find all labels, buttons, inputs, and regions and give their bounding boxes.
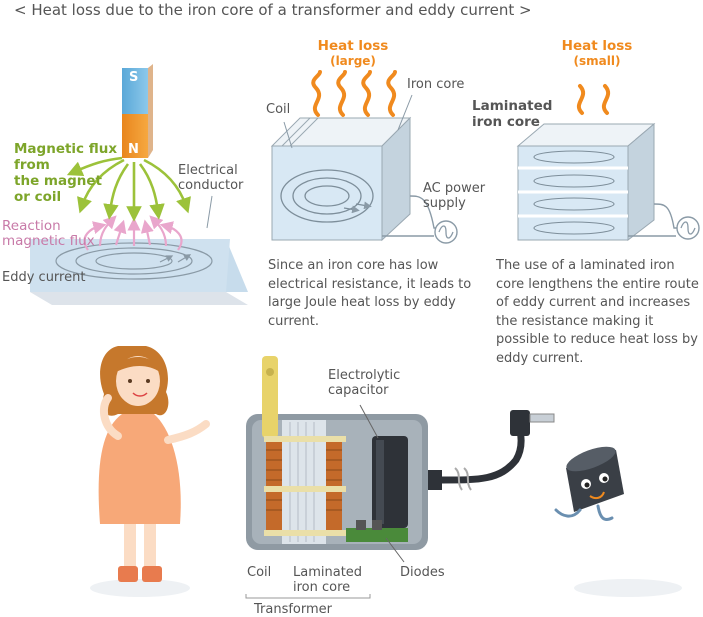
solid-iron-core bbox=[270, 94, 444, 242]
ac-power-source bbox=[434, 220, 458, 244]
heat-loss-small-title: Heat loss bbox=[561, 38, 633, 54]
magnetic-flux-arrows bbox=[66, 156, 191, 222]
bar-magnet bbox=[122, 64, 153, 158]
capacitor-character bbox=[554, 446, 682, 597]
laminated-iron-core-label: Laminated iron core bbox=[472, 98, 553, 130]
heat-arrows-large bbox=[311, 70, 397, 117]
coil-label: Coil bbox=[266, 102, 291, 117]
eddy-current-label: Eddy current bbox=[2, 270, 86, 285]
reaction-flux-arrows bbox=[83, 215, 183, 251]
adapter-laminated-core-label: Laminated iron core bbox=[293, 565, 363, 595]
laminated-iron-core bbox=[516, 122, 700, 242]
heat-loss-large-sub: (large) bbox=[330, 54, 376, 68]
solid-core-description: Since an iron core has low electrical re… bbox=[268, 258, 472, 329]
electrolytic-capacitor-label: Electrolytic capacitor bbox=[328, 368, 401, 398]
iron-core-label: Iron core bbox=[407, 77, 465, 92]
adapter-coil-label: Coil bbox=[247, 565, 272, 580]
electrical-conductor-label: Electrical conductor bbox=[178, 163, 244, 193]
page-title: < Heat loss due to the iron core of a tr… bbox=[14, 1, 532, 19]
transformer-label: Transformer bbox=[254, 602, 333, 617]
magnet-pole-n: N bbox=[128, 142, 139, 157]
laminated-core-description: The use of a laminated iron core lengthe… bbox=[496, 258, 699, 366]
transformer-bracket bbox=[245, 594, 371, 599]
reaction-flux-label: Reaction magnetic flux bbox=[2, 218, 95, 249]
magnetic-flux-label: Magnetic flux from the magnet or coil bbox=[14, 141, 118, 205]
heat-loss-small-sub: (small) bbox=[573, 54, 621, 68]
diodes-label: Diodes bbox=[400, 565, 445, 580]
magnet-pole-s: S bbox=[129, 70, 139, 85]
ac-power-supply-label: AC power supply bbox=[423, 181, 486, 211]
conductor-plate bbox=[30, 195, 248, 305]
heat-arrows-small bbox=[576, 84, 611, 115]
ac-adapter bbox=[246, 356, 555, 563]
heat-loss-large-title: Heat loss bbox=[317, 38, 389, 54]
presenter-character bbox=[90, 346, 210, 597]
